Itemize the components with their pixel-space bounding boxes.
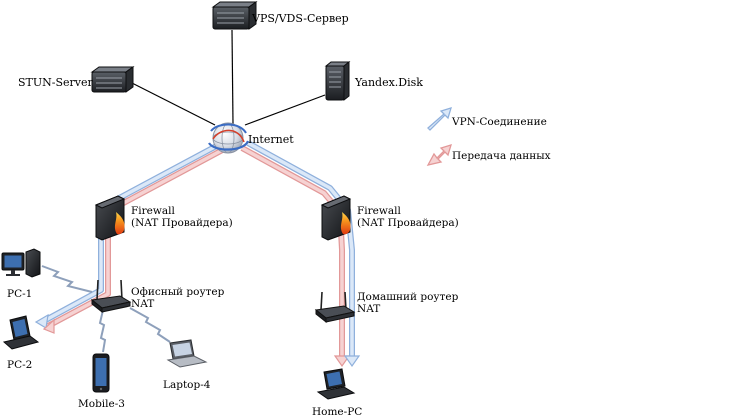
link-yandex-internet [244, 94, 326, 126]
wireless-links [41, 265, 171, 353]
homepc-laptop-icon [316, 368, 356, 400]
legend-vpn-label: VPN-Соединение [451, 116, 547, 128]
internet-globe-icon [208, 122, 250, 154]
vpn-stream-right-blue-inner [247, 141, 354, 360]
mobile3-phone-icon [92, 353, 110, 393]
office-router-label-line2: NAT [131, 298, 154, 310]
data-stream-right-red-inner [241, 146, 344, 360]
laptop4-label: Laptop-4 [163, 379, 211, 391]
link-stun-internet [129, 81, 216, 126]
home-router-icon [314, 291, 356, 324]
data-stream-right-red [240, 145, 345, 360]
mobile3-label: Mobile-3 [78, 398, 125, 410]
legend-data-label: Передача данных [452, 150, 551, 162]
wireless-laptop-router [129, 307, 171, 343]
data-arrowhead-left [42, 318, 55, 334]
vpn-stream-right-blue [246, 140, 355, 360]
stun-server-icon [90, 66, 135, 93]
yandex-label: Yandex.Disk [354, 76, 423, 89]
firewall-right-label-line2: (NAT Провайдера) [357, 217, 459, 229]
data-arrowhead-right [333, 355, 351, 368]
laptop4-laptop-icon [166, 339, 208, 368]
pc1-label: PC-1 [7, 288, 32, 300]
pc1-desktop-icon [1, 248, 41, 278]
office-router-icon [90, 279, 132, 314]
wireless-mobile-router [98, 309, 107, 353]
yandex-disk-tower-icon [324, 60, 351, 102]
legend-data-arrow-icon [426, 144, 452, 166]
legend: VPN-Соединение Передача данных [426, 107, 551, 166]
vps-server-icon [211, 1, 258, 30]
vpn-arrowhead-left [34, 313, 49, 329]
wired-links [129, 29, 326, 126]
stun-label: STUN-Server [18, 76, 94, 89]
home-router-label-line2: NAT [357, 303, 380, 315]
pc2-label: PC-2 [7, 359, 32, 371]
internet-label: Internet [248, 133, 294, 146]
homepc-label: Home-PC [312, 406, 362, 418]
firewall-right-icon [320, 195, 352, 241]
firewall-left-icon [94, 195, 126, 241]
firewall-right-label-line1: Firewall [357, 205, 401, 217]
home-router-label-line1: Домашний роутер [357, 291, 459, 303]
link-vps-internet [231, 29, 234, 125]
firewall-left-label-line1: Firewall [131, 205, 175, 217]
pc2-laptop-icon [2, 315, 40, 350]
vps-label: VPS/VDS-Сервер [251, 12, 349, 25]
legend-vpn-arrow-icon [427, 107, 452, 131]
wireless-pc1-router [41, 265, 93, 293]
vpn-streams [34, 140, 361, 368]
firewall-left-label-line2: (NAT Провайдера) [131, 217, 233, 229]
vpn-arrowhead-right [343, 355, 361, 368]
office-router-label-line1: Офисный роутер [131, 286, 225, 298]
